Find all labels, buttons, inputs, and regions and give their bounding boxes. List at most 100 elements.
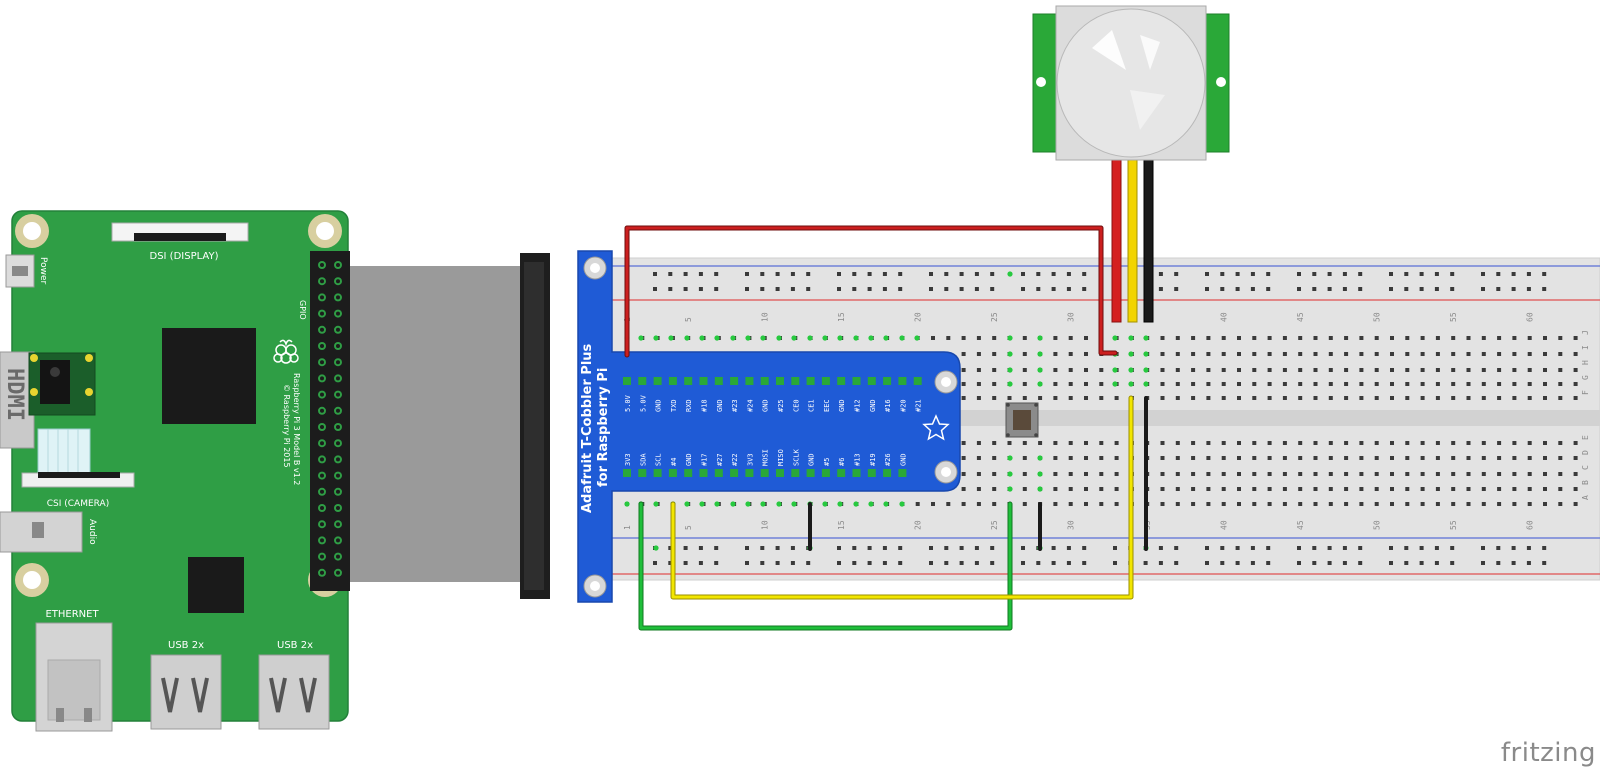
breadboard-hole xyxy=(1405,336,1410,340)
cobbler-top-pin-label: CE1 xyxy=(808,399,816,412)
breadboard-hole xyxy=(1405,502,1410,506)
breadboard-hole xyxy=(1313,396,1318,400)
breadboard-hole xyxy=(1435,396,1440,400)
breadboard-hole xyxy=(961,502,966,506)
rail-hole xyxy=(990,287,995,291)
gpio-label: GPIO xyxy=(298,300,307,320)
breadboard-hole xyxy=(1298,441,1303,445)
rail-hole xyxy=(837,287,841,291)
breadboard-hole xyxy=(1451,441,1456,445)
rail-hole xyxy=(837,272,841,276)
rail-hole xyxy=(990,272,995,276)
connection-dot xyxy=(837,501,843,507)
rail-hole xyxy=(1143,561,1148,565)
rail-hole xyxy=(1082,287,1087,291)
rail-hole xyxy=(1266,287,1271,291)
connection-dot xyxy=(1128,335,1134,341)
pir-sensor xyxy=(1032,5,1230,323)
cobbler-bottom-pin-label: GND xyxy=(899,453,907,466)
breadboard-hole xyxy=(1206,502,1211,506)
breadboard-hole xyxy=(1374,396,1379,400)
rail-hole xyxy=(1404,546,1409,550)
breadboard-hole xyxy=(1237,396,1241,400)
cobbler-pin xyxy=(791,377,800,385)
breadboard-hole xyxy=(1175,368,1180,372)
breadboard-hole xyxy=(1359,487,1364,491)
rail-hole xyxy=(990,546,995,550)
rail-hole xyxy=(1358,561,1363,565)
breadboard-hole xyxy=(1481,487,1486,491)
breadboard-hole xyxy=(1451,472,1456,476)
connection-dot xyxy=(1037,471,1043,477)
breadboard-hole xyxy=(1022,502,1027,506)
connection-dot xyxy=(899,335,905,341)
breadboard-hole xyxy=(976,352,981,356)
connection-dot xyxy=(776,335,782,341)
row-letter: G xyxy=(1581,375,1590,380)
breadboard-hole xyxy=(1175,456,1180,460)
breadboard-hole xyxy=(1543,456,1547,460)
breadboard-hole xyxy=(1282,368,1287,372)
breadboard-hole xyxy=(961,487,966,491)
breadboard-hole xyxy=(1466,336,1471,340)
column-number-bottom: 25 xyxy=(990,520,999,530)
breadboard-hole xyxy=(1374,352,1379,356)
breadboard-hole xyxy=(961,352,966,356)
rail-hole xyxy=(1158,287,1163,291)
breadboard-hole xyxy=(1252,382,1257,386)
connection-dot xyxy=(1007,455,1013,461)
breadboard-hole xyxy=(1068,352,1073,356)
breadboard-hole xyxy=(1221,396,1226,400)
rail-hole xyxy=(653,287,657,291)
breadboard-hole xyxy=(1344,502,1349,506)
column-number-bottom: 15 xyxy=(837,520,846,530)
breadboard-hole xyxy=(1298,456,1303,460)
breadboard-hole xyxy=(1221,336,1226,340)
rail-hole xyxy=(1051,546,1056,550)
cobbler-pin xyxy=(913,377,922,385)
rail-hole xyxy=(882,546,887,550)
rail-hole xyxy=(1511,546,1516,550)
connection-dot xyxy=(1128,367,1134,373)
rail-hole xyxy=(959,272,964,276)
rail-hole xyxy=(1526,546,1531,550)
power-port-slot xyxy=(12,266,28,276)
breadboard-hole xyxy=(1022,472,1027,476)
breadboard-hole xyxy=(1298,368,1303,372)
breadboard-hole xyxy=(1558,396,1563,400)
breadboard-hole xyxy=(1466,456,1471,460)
rail-hole xyxy=(760,272,765,276)
breadboard-hole xyxy=(1053,441,1058,445)
rail-hole xyxy=(1481,287,1485,291)
connection-dot xyxy=(776,501,782,507)
breadboard-hole xyxy=(1390,441,1394,445)
rail-hole xyxy=(1051,561,1056,565)
breadboard-hole xyxy=(1114,396,1119,400)
cobbler-pin xyxy=(699,469,708,477)
breadboard-hole xyxy=(1267,396,1272,400)
breadboard-hole xyxy=(1527,352,1532,356)
rail-hole xyxy=(867,546,872,550)
breadboard-hole xyxy=(1160,336,1165,340)
rail-hole xyxy=(852,546,857,550)
connection-dot xyxy=(807,335,813,341)
cobbler-pin xyxy=(714,377,723,385)
rail-hole xyxy=(668,287,673,291)
rail-hole xyxy=(1158,546,1163,550)
rail-hole xyxy=(1327,272,1332,276)
breadboard-hole xyxy=(1328,382,1333,386)
rail-hole xyxy=(852,287,857,291)
ribbon-cable xyxy=(340,253,550,599)
rail-hole xyxy=(1419,272,1424,276)
breadboard-hole xyxy=(1053,396,1058,400)
rail-hole xyxy=(806,272,811,276)
breadboard-hole xyxy=(931,502,935,506)
connection-dot xyxy=(899,501,905,507)
rail-hole xyxy=(929,561,933,565)
cobbler-top-pin-label: #24 xyxy=(746,399,754,412)
breadboard-hole xyxy=(1252,352,1257,356)
breadboard-hole xyxy=(1527,336,1532,340)
rail-hole xyxy=(1358,287,1363,291)
rail-hole xyxy=(1542,287,1547,291)
